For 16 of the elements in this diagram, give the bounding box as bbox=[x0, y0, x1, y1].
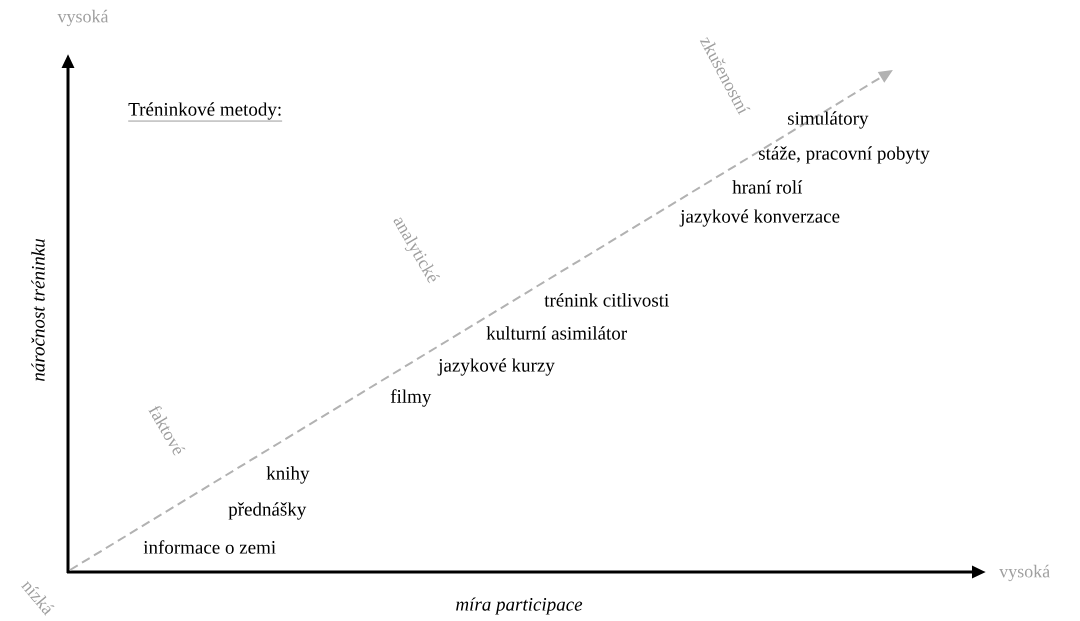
method-label: simulátory bbox=[788, 111, 869, 129]
heading: Tréninkové metody: bbox=[128, 102, 283, 122]
axis-end-label: vysoká bbox=[57, 9, 109, 27]
method-label: hraní rolí bbox=[732, 180, 803, 194]
method-label: jazykové kurzy bbox=[437, 358, 555, 376]
method-label: informace o zemi bbox=[143, 540, 276, 554]
method-label: jazykové konverzace bbox=[679, 209, 840, 227]
method-label: filmy bbox=[390, 389, 432, 407]
axis-title: míra participace bbox=[456, 597, 583, 615]
axis-title: náročnost tréninku bbox=[31, 239, 45, 381]
method-label: kulturní asimilátor bbox=[486, 326, 627, 340]
axis-end-label: vysoká bbox=[999, 564, 1050, 582]
method-label: knihy bbox=[266, 466, 310, 484]
method-label: trénink citlivosti bbox=[544, 293, 669, 307]
method-label: stáže, pracovní pobyty bbox=[759, 146, 930, 164]
method-label: přednášky bbox=[228, 502, 307, 520]
